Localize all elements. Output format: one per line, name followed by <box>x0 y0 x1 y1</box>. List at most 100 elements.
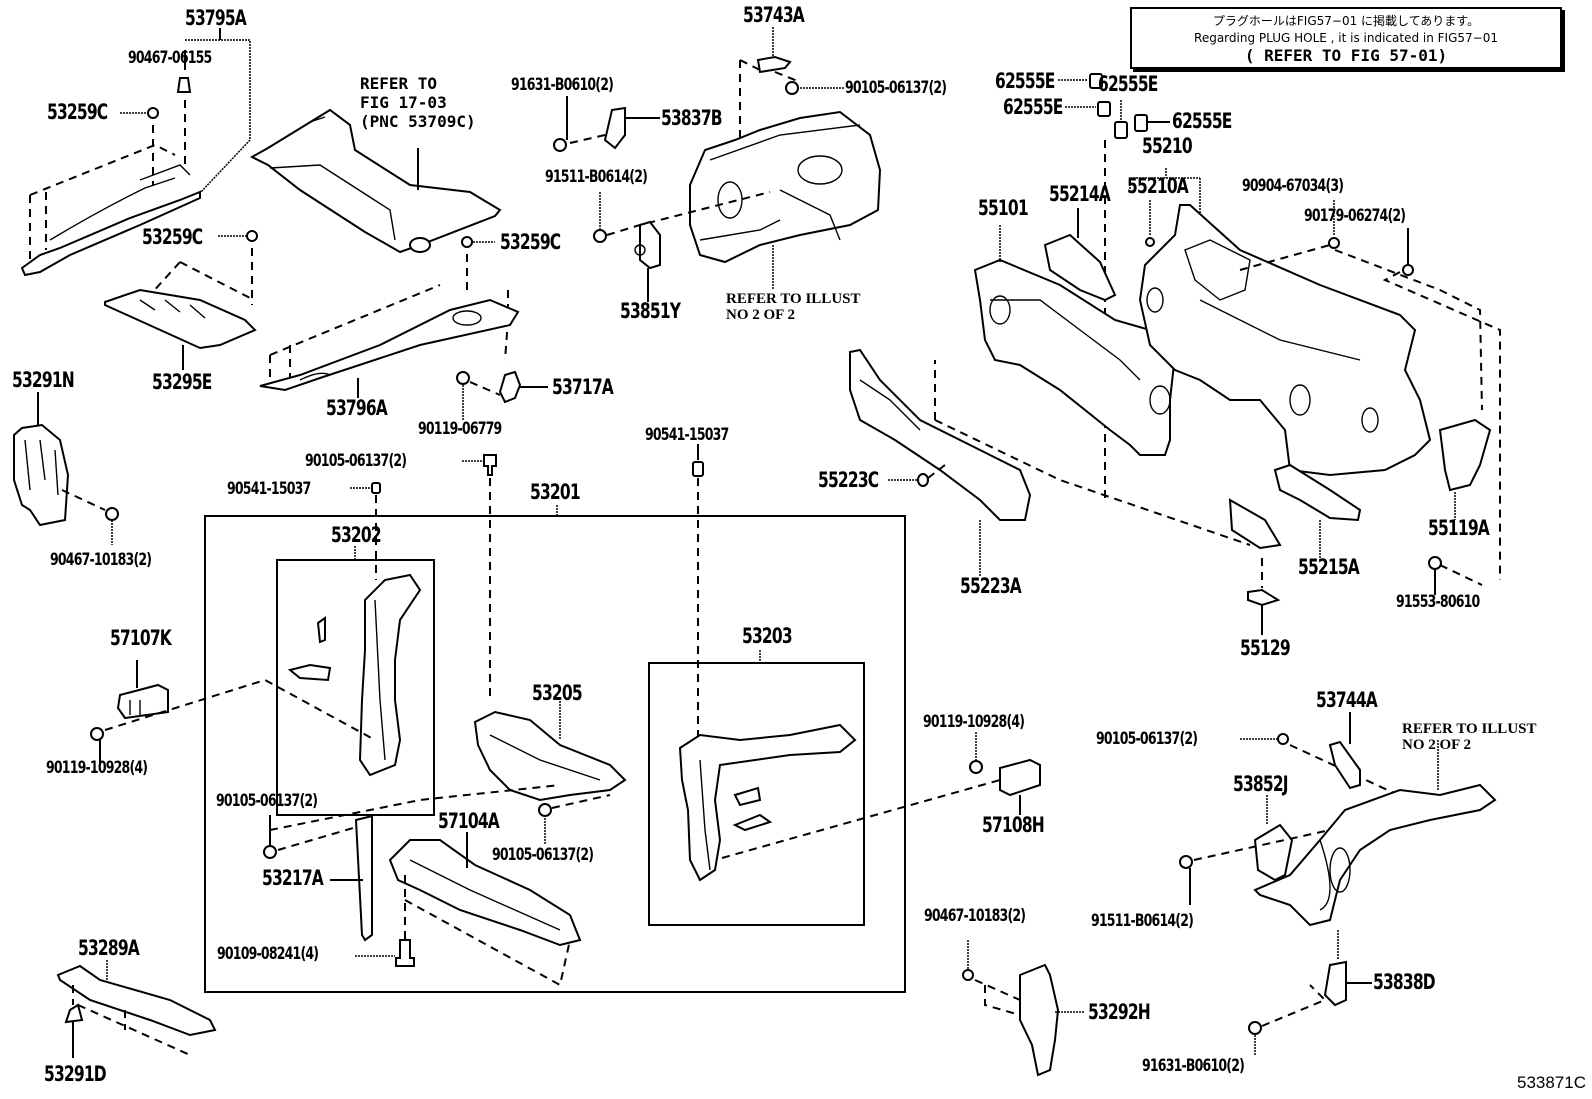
insulator-55215A[interactable] <box>1273 463 1362 522</box>
callout-53796A[interactable]: 53796A <box>326 396 388 420</box>
part-53851Y-cover[interactable] <box>634 220 661 270</box>
callout-55223C[interactable]: 55223C <box>818 468 879 492</box>
bolt-91511-B0614-icon <box>593 229 607 243</box>
callout-53744A[interactable]: 53744A <box>1316 688 1378 712</box>
notice-refer[interactable]: ( REFER TO FIG 57-01) <box>1244 46 1448 65</box>
reference-illust-lower[interactable]: REFER TO ILLUST NO 2 OF 2 <box>1402 721 1537 753</box>
callout-55129[interactable]: 55129 <box>1240 636 1291 660</box>
callout-57104A[interactable]: 57104A <box>438 809 500 833</box>
callout-53852J[interactable]: 53852J <box>1233 772 1289 796</box>
callout-57107K[interactable]: 57107K <box>110 626 172 650</box>
callout-53295E[interactable]: 53295E <box>152 370 212 394</box>
support-53205[interactable] <box>473 710 627 802</box>
callout-53291D[interactable]: 53291D <box>44 1062 107 1086</box>
dash-panel-55101[interactable] <box>973 258 1177 456</box>
callout-90119-10928[interactable]: 90119-10928(4) <box>46 758 148 778</box>
callout-53838D[interactable]: 53838D <box>1373 970 1436 994</box>
callout-53259C[interactable]: 53259C <box>142 225 203 249</box>
cover-53852J[interactable] <box>1253 823 1294 882</box>
bracket-55119A[interactable] <box>1438 418 1492 492</box>
callout-90105-06137[interactable]: 90105-06137(2) <box>216 791 318 811</box>
callout-90119-10928[interactable]: 90119-10928(4) <box>923 712 1025 732</box>
callout-55215A[interactable]: 55215A <box>1298 555 1360 579</box>
support-53203[interactable] <box>678 723 857 882</box>
reference-fig-17-03[interactable]: REFER TO FIG 17-03 (PNC 53709C) <box>360 74 476 131</box>
support-57104A[interactable] <box>388 839 582 947</box>
tunnel-cover-fig-17-03[interactable] <box>249 108 502 254</box>
callout-90904-67034[interactable]: 90904-67034(3) <box>1242 176 1344 196</box>
duct-53292H[interactable] <box>1019 963 1060 1077</box>
callout-90467-10183[interactable]: 90467-10183(2) <box>924 906 1026 926</box>
bracket-53838D[interactable] <box>1323 960 1347 1007</box>
callout-57108H[interactable]: 57108H <box>982 813 1045 837</box>
callout-90105-06137[interactable]: 90105-06137(2) <box>492 845 594 865</box>
callout-55210[interactable]: 55210 <box>1142 134 1193 158</box>
callout-90105-06137[interactable]: 90105-06137(2) <box>305 451 407 471</box>
callout-62555E[interactable]: 62555E <box>1003 95 1063 119</box>
clip-53259C-icon <box>461 236 473 248</box>
insulator-55214A[interactable] <box>1043 233 1117 302</box>
callout-62555E[interactable]: 62555E <box>1098 72 1158 96</box>
callout-62555E[interactable]: 62555E <box>1172 109 1232 133</box>
callout-53202[interactable]: 53202 <box>331 523 382 547</box>
callout-53292H[interactable]: 53292H <box>1088 1000 1151 1024</box>
callout-53203[interactable]: 53203 <box>742 624 793 648</box>
gusset-55129-front[interactable] <box>1228 498 1282 550</box>
callout-90119-06779[interactable]: 90119-06779 <box>418 419 502 439</box>
callout-91631-B0610[interactable]: 91631-B0610(2) <box>511 75 614 95</box>
callout-90109-08241[interactable]: 90109-08241(4) <box>217 944 319 964</box>
callout-53259C[interactable]: 53259C <box>47 100 108 124</box>
callout-55101[interactable]: 55101 <box>978 196 1029 220</box>
callout-53205[interactable]: 53205 <box>532 681 583 705</box>
callout-55210A[interactable]: 55210A <box>1127 174 1189 198</box>
part-53295E-panel[interactable] <box>104 288 257 350</box>
part-53796A-panel[interactable] <box>259 298 520 392</box>
horn-57107K[interactable] <box>116 683 169 720</box>
callout-55119A[interactable]: 55119A <box>1428 516 1490 540</box>
callout-91511-B0614[interactable]: 91511-B0614(2) <box>1091 911 1194 931</box>
brace-55223A[interactable] <box>849 348 1032 521</box>
callout-55223A[interactable]: 55223A <box>960 574 1022 598</box>
support-53202[interactable] <box>358 573 422 777</box>
callout-91631-B0610[interactable]: 91631-B0610(2) <box>1142 1056 1245 1076</box>
ref-line: REFER TO ILLUST <box>1402 721 1537 737</box>
reference-illust-upper[interactable]: REFER TO ILLUST NO 2 OF 2 <box>726 291 861 323</box>
callout-55214A[interactable]: 55214A <box>1049 182 1111 206</box>
dash-panel-upper-center[interactable] <box>689 110 882 264</box>
callout-90179-06274[interactable]: 90179-06274(2) <box>1304 206 1406 226</box>
callout-53201[interactable]: 53201 <box>530 480 581 504</box>
bolt-91631-B0610-icon <box>553 138 567 152</box>
callout-90541-15037[interactable]: 90541-15037 <box>645 425 729 445</box>
duct-53291N[interactable] <box>13 423 70 527</box>
horn-57108H[interactable] <box>999 758 1041 797</box>
callout-53795A[interactable]: 53795A <box>185 6 247 30</box>
bracket-53717A-icon <box>498 370 522 404</box>
callout-53851Y[interactable]: 53851Y <box>620 299 681 323</box>
rod-53217A[interactable] <box>354 814 373 942</box>
bracket-53744A[interactable] <box>1328 740 1361 790</box>
callout-53743A[interactable]: 53743A <box>743 3 805 27</box>
clip-53259C-icon <box>246 230 258 242</box>
callout-90541-15037[interactable]: 90541-15037 <box>227 479 311 499</box>
member-53289A[interactable] <box>56 964 217 1037</box>
callout-53217A[interactable]: 53217A <box>262 866 324 890</box>
callout-53291N[interactable]: 53291N <box>12 368 75 392</box>
callout-91511-B0614[interactable]: 91511-B0614(2) <box>545 167 648 187</box>
dash-panel-55210[interactable] <box>1138 204 1432 477</box>
callout-90105-06137[interactable]: 90105-06137(2) <box>1096 729 1198 749</box>
callout-90467-10183[interactable]: 90467-10183(2) <box>50 550 152 570</box>
callout-53837B[interactable]: 53837B <box>661 106 723 130</box>
callout-91553-80610[interactable]: 91553-80610 <box>1396 592 1480 612</box>
callout-53717A[interactable]: 53717A <box>552 375 614 399</box>
pad-55129[interactable] <box>1247 588 1281 607</box>
member-right-lower[interactable] <box>1253 783 1497 927</box>
part-53795A-cover[interactable] <box>20 164 201 277</box>
callout-62555E[interactable]: 62555E <box>995 69 1055 93</box>
ref-line: REFER TO <box>360 74 438 93</box>
part-53837B-bracket[interactable] <box>603 106 626 150</box>
part-53743A-bracket[interactable] <box>756 55 792 74</box>
callout-90467-06155[interactable]: 90467-06155 <box>128 48 212 68</box>
callout-53289A[interactable]: 53289A <box>78 936 140 960</box>
callout-53259C[interactable]: 53259C <box>500 230 561 254</box>
callout-90105-06137[interactable]: 90105-06137(2) <box>845 78 947 98</box>
